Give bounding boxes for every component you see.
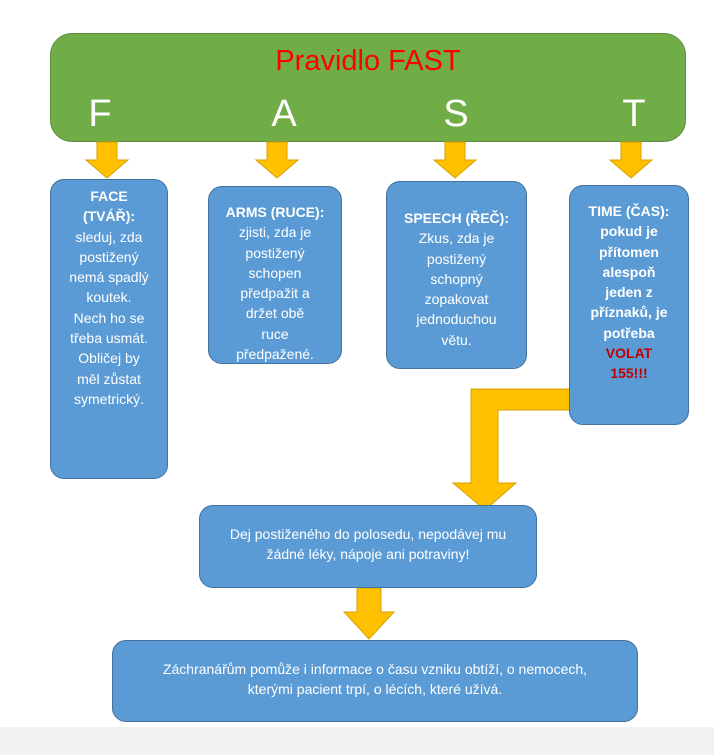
arrow-a-icon — [254, 141, 300, 179]
info-box: Záchranářům pomůže i informace o času vz… — [112, 640, 638, 722]
box-time: TIME (ČAS): pokud je přítomen alespoň je… — [569, 185, 689, 425]
letter-a: A — [271, 93, 297, 135]
arrow-t-icon — [608, 141, 654, 179]
bent-arrow-icon — [451, 388, 578, 511]
time-text: pokud je přítomen alespoň jeden z přízna… — [590, 223, 668, 341]
face-heading: FACE (TVÁŘ): — [82, 188, 136, 225]
letter-f: F — [88, 93, 112, 135]
page-bottom-strip — [0, 727, 714, 755]
instruction-text: Dej postiženého do polosedu, nepodávej m… — [229, 526, 507, 563]
info-text: Záchranářům pomůže i informace o času vz… — [162, 661, 588, 698]
time-heading: TIME (ČAS): — [588, 203, 670, 219]
face-text: sleduj, zda postižený nemá spadlý koutek… — [69, 228, 149, 407]
diagram-title: Pravidlo FAST — [275, 45, 461, 77]
fast-banner: Pravidlo FAST F A S T — [50, 33, 686, 142]
arrow-down-icon — [342, 587, 396, 640]
speech-text: Zkus, zda je postižený schopný zopakovat… — [416, 230, 497, 348]
instruction-box: Dej postiženého do polosedu, nepodávej m… — [199, 505, 537, 588]
call-emergency-text: VOLAT 155!!! — [605, 345, 653, 382]
arms-heading: ARMS (RUCE): — [225, 204, 325, 220]
arrow-s-icon — [432, 141, 478, 179]
arms-text: zjisti, zda je postižený schopen předpaž… — [236, 224, 314, 363]
box-face: FACE (TVÁŘ): sleduj, zda postižený nemá … — [50, 179, 168, 479]
letter-s: S — [443, 93, 469, 135]
box-speech: SPEECH (ŘEČ): Zkus, zda je postižený sch… — [386, 181, 527, 369]
letter-t: T — [622, 93, 646, 135]
box-arms: ARMS (RUCE): zjisti, zda je postižený sc… — [208, 186, 342, 364]
speech-heading: SPEECH (ŘEČ): — [403, 210, 509, 226]
arrow-f-icon — [84, 141, 130, 179]
